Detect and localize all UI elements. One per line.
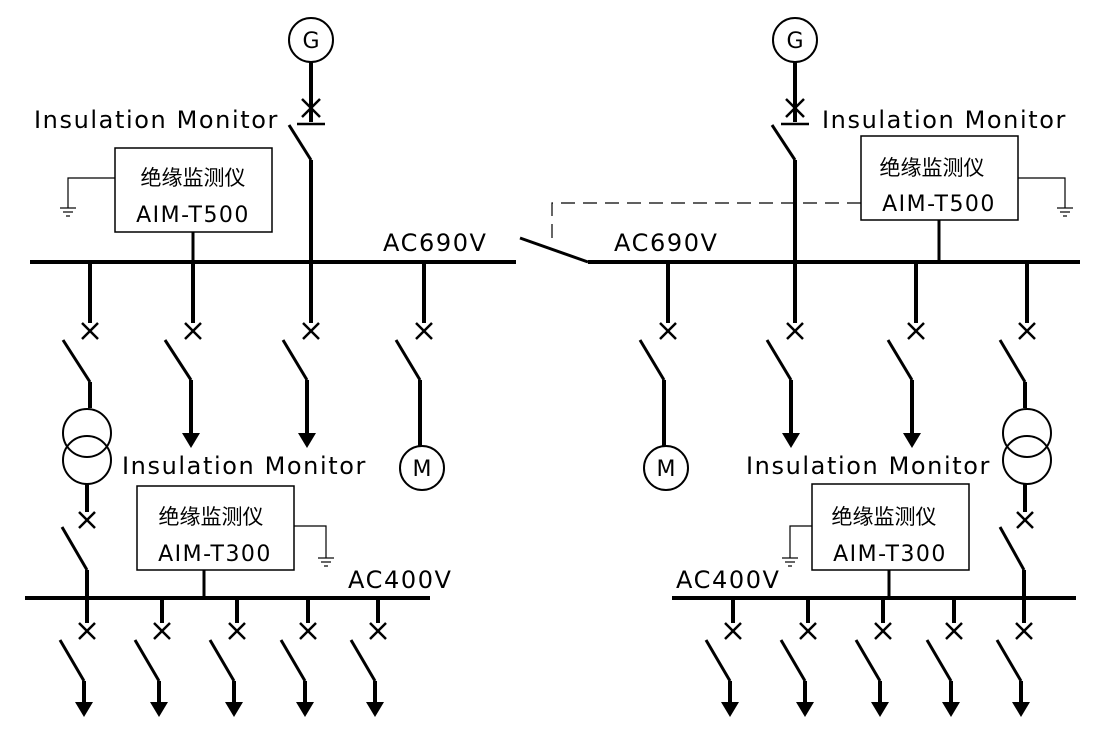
motor-label-right: M <box>657 457 676 482</box>
left-system <box>25 17 516 717</box>
transformer-right <box>1002 408 1052 458</box>
monitor-model-bottom-right: AIM-T300 <box>833 542 947 567</box>
motor-symbol-left <box>399 445 445 491</box>
bus-label-690v-left: AC690V <box>383 229 488 257</box>
bus-tie-switch <box>519 236 589 264</box>
generator-label-right: G <box>786 29 803 54</box>
monitor-label-top-left: Insulation Monitor <box>34 106 279 134</box>
right-system <box>588 17 1080 717</box>
monitor-link-dashed <box>551 202 861 244</box>
feeder-left-3 <box>208 598 246 717</box>
feeder-right-4 <box>925 598 963 717</box>
monitor-name-cn-bottom-left: 绝缘监测仪 <box>159 505 264 529</box>
monitor-model-top-right: AIM-T500 <box>882 192 996 217</box>
monitor-name-cn-bottom-right: 绝缘监测仪 <box>832 505 937 529</box>
bus-label-690v-right: AC690V <box>614 229 719 257</box>
monitor-label-bottom-left: Insulation Monitor <box>122 452 367 480</box>
feeder-left-5 <box>349 598 387 717</box>
generator-switch-left <box>287 124 313 161</box>
bus-label-400v-left: AC400V <box>348 566 453 594</box>
feeder-left-1 <box>58 598 96 717</box>
motor-symbol-right <box>643 445 689 491</box>
monitor-label-top-right: Insulation Monitor <box>822 106 1067 134</box>
feeder-right-2 <box>779 598 817 717</box>
motor-label-left: M <box>413 457 432 482</box>
feeder-left-2 <box>133 598 171 717</box>
feeder-right-3 <box>854 598 892 717</box>
feeder-left-4 <box>279 598 317 717</box>
transformer-left <box>62 408 112 458</box>
monitor-name-cn-top-left: 绝缘监测仪 <box>141 166 246 190</box>
feeder-right-5 <box>995 598 1033 717</box>
monitor-model-top-left: AIM-T500 <box>136 203 250 228</box>
generator-label-left: G <box>302 29 319 54</box>
monitor-label-bottom-right: Insulation Monitor <box>746 452 991 480</box>
monitor-name-cn-top-right: 绝缘监测仪 <box>880 156 985 180</box>
monitor-model-bottom-left: AIM-T300 <box>158 542 272 567</box>
feeder-right-1 <box>704 598 742 717</box>
monitor-box-bottom-left <box>136 485 295 571</box>
bus-label-400v-right: AC400V <box>676 566 781 594</box>
